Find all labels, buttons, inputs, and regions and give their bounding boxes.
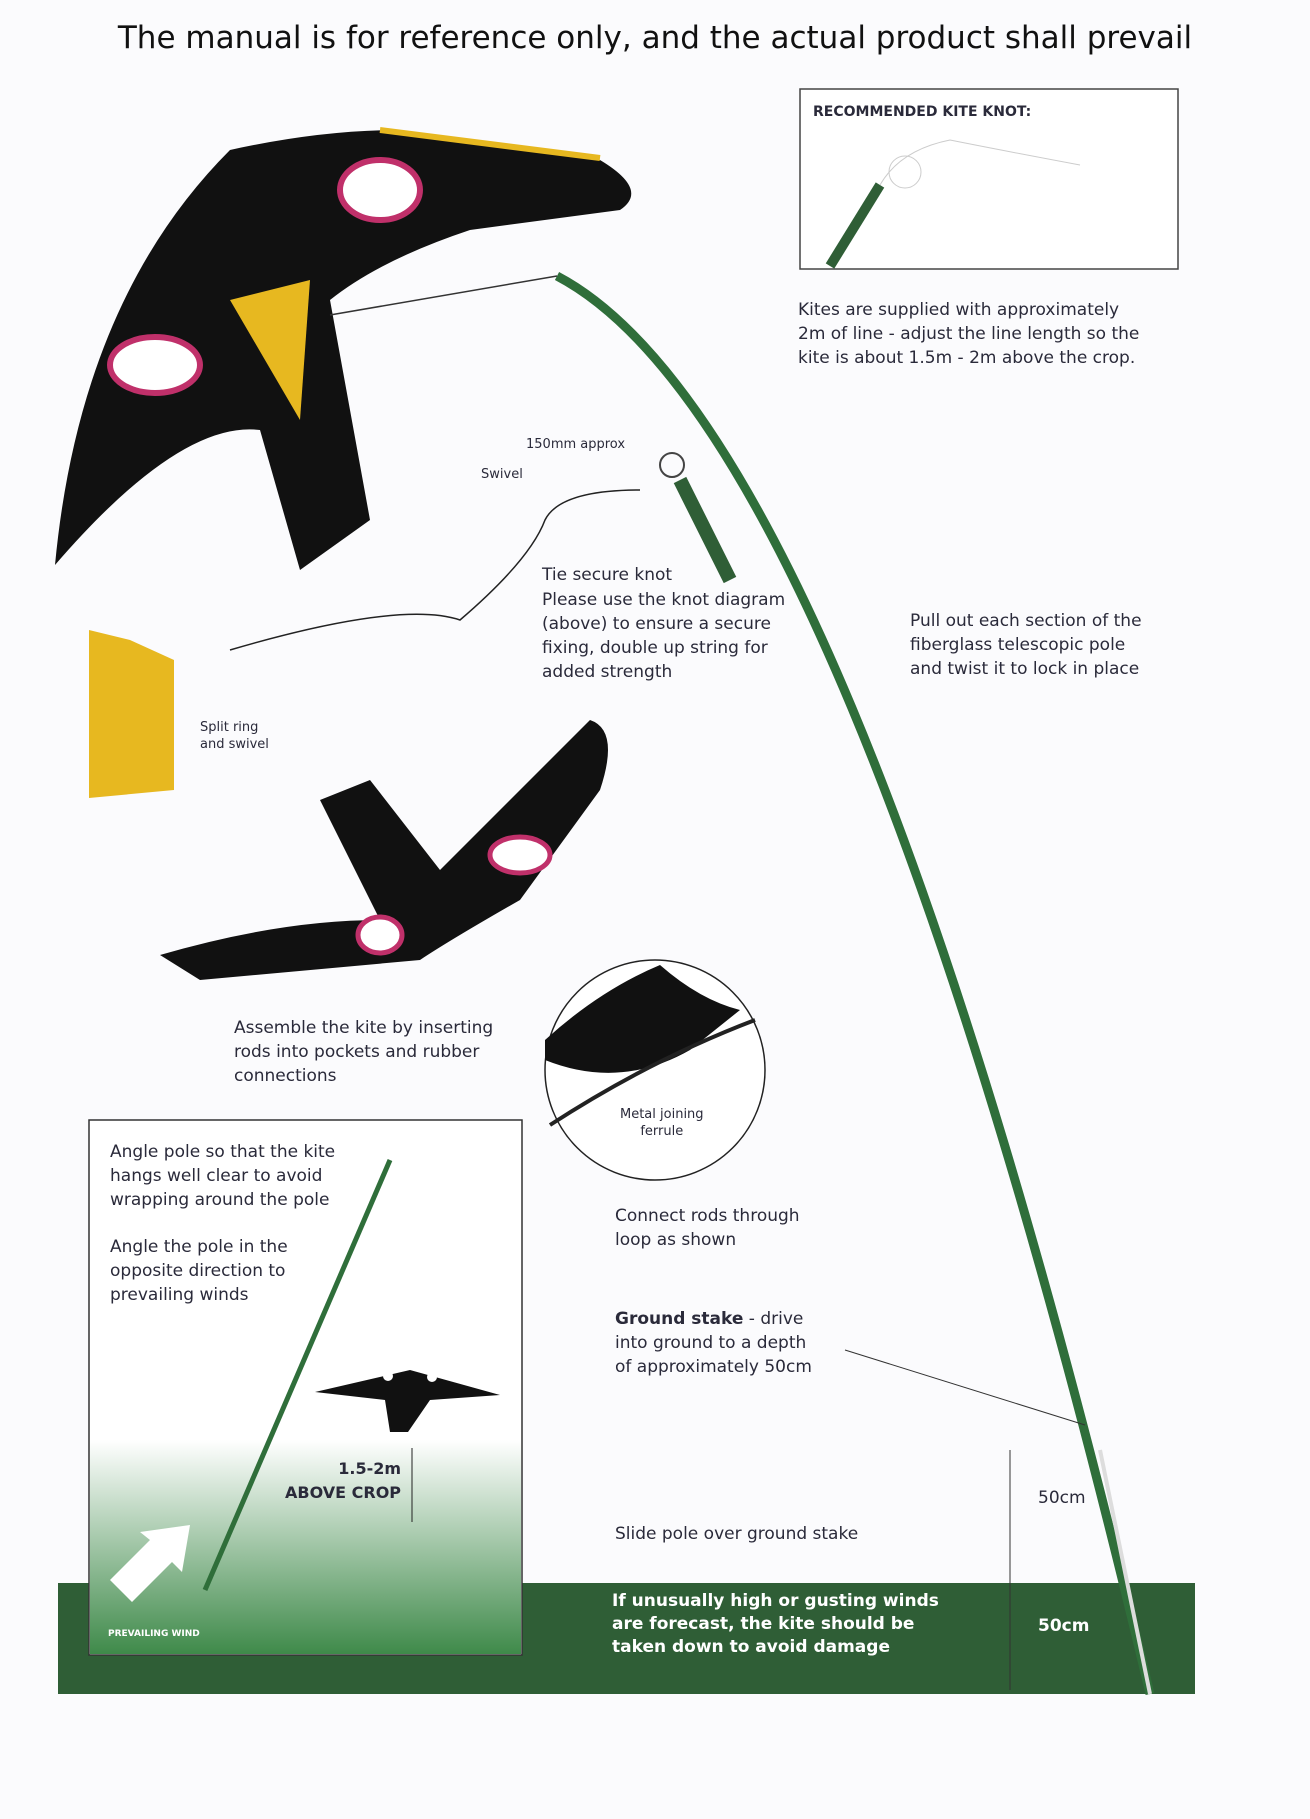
wind-warning: If unusually high or gusting winds are f… (612, 1591, 939, 1657)
swivel-label: Swivel (481, 467, 523, 482)
telescopic-pole (554, 272, 1155, 1696)
page-title: The manual is for reference only, and th… (117, 20, 1193, 56)
angled-pole (202, 1159, 393, 1591)
ground-stake-bold: Ground stake (615, 1309, 744, 1329)
kite-top (55, 127, 632, 570)
small-kite-icon (315, 1370, 500, 1432)
height-label: 1.5-2m ABOVE CROP (285, 1459, 402, 1502)
pull-out-note: Pull out each section of the fiberglass … (910, 611, 1142, 679)
wind-label: PREVAILING WIND (108, 1629, 200, 1639)
wind-arrow-icon (110, 1525, 190, 1602)
below-ground-50cm: 50cm (1038, 1616, 1090, 1636)
ground-stake-rest: - drive into ground to a depth of approx… (615, 1309, 812, 1377)
tie-knot-title: Tie secure knot (542, 565, 673, 585)
line-note: Kites are supplied with approximately 2m… (798, 300, 1140, 368)
approx-label: 150mm approx (526, 437, 626, 452)
slide-note: Slide pole over ground stake (615, 1524, 859, 1544)
tie-knot-body: Please use the knot diagram (above) to e… (542, 590, 786, 682)
knot-heading: RECOMMENDED KITE KNOT: (813, 104, 1032, 120)
angle-note-2: Angle the pole in the opposite direction… (110, 1237, 288, 1305)
angle-note-1: Angle pole so that the kite hangs well c… (110, 1142, 336, 1210)
yellow-kite-part (89, 630, 174, 798)
assemble-note: Assemble the kite by inserting rods into… (234, 1018, 494, 1086)
ferrule-label: Metal joining ferrule (620, 1107, 704, 1139)
split-ring-label: Split ring and swivel (200, 720, 269, 752)
connect-note: Connect rods through loop as shown (615, 1206, 800, 1250)
above-ground-50cm: 50cm (1038, 1488, 1086, 1508)
ground-stake-note: Ground stake - drive into ground to a de… (615, 1307, 812, 1379)
knot-box (799, 88, 1179, 270)
kite-assembled (160, 720, 608, 980)
